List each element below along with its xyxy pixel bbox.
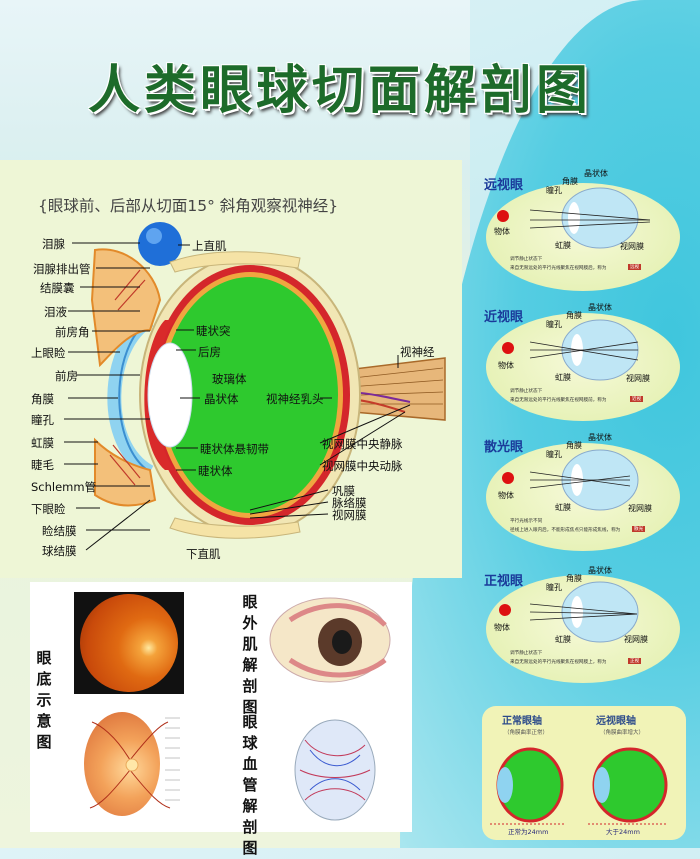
label-cornea: 角膜 (31, 392, 54, 406)
label-ciliary-body: 睫状体 (198, 464, 233, 478)
label-choroid: 脉络膜 (332, 496, 367, 510)
c3-pupil: 瞳孔 (546, 450, 562, 459)
label-schlemm: Schlemm管 (31, 480, 97, 494)
c3-cap2: 径线上进入眼内后，不能形成焦点只能形成焦线，称为 (510, 528, 621, 533)
label-upper-eyelid: 上眼睑 (31, 346, 66, 360)
label-posterior-chamber: 后房 (198, 345, 221, 359)
c4-badge: 正视 (628, 658, 642, 664)
c1-lens: 晶状体 (584, 169, 608, 178)
acc-right-sub: （角膜曲率增大） (600, 730, 645, 736)
c3-object: 物体 (498, 491, 514, 500)
fundus-diagram (84, 712, 160, 816)
c4-cap2: 来自无限远处的平行光线聚焦在视网膜上，称为 (510, 660, 607, 665)
c2-object: 物体 (498, 361, 514, 370)
fundus-photo (80, 594, 178, 692)
c1-retina: 视网膜 (620, 242, 644, 251)
lens-shape (147, 342, 193, 448)
label-conjunctival-sac: 结膜囊 (40, 281, 75, 295)
label-sclera: 巩膜 (332, 484, 355, 498)
upper-eyelid-shape (90, 248, 162, 368)
acc-left-foot: 正常为24mm (508, 828, 549, 836)
c4-lens: 晶状体 (588, 566, 612, 575)
label-central-artery: 视网膜中央动脉 (322, 459, 403, 473)
c3-badge: 散光 (632, 526, 646, 532)
c1-cap2: 来自无限远处的平行光线聚焦在视网膜后，称为 (510, 266, 607, 271)
label-lens: 晶状体 (204, 392, 239, 406)
c4-iris: 虹膜 (555, 635, 571, 644)
label-lacrimal-duct: 泪腺排出管 (33, 262, 91, 276)
label-inferior-rectus: 下直肌 (186, 547, 221, 561)
c3-lens: 晶状体 (588, 433, 612, 442)
eyelid-glands (109, 269, 146, 486)
label-vitreous: 玻璃体 (212, 372, 247, 386)
superior-rectus-shape (169, 251, 301, 273)
c2-cornea: 角膜 (566, 311, 582, 320)
c2-retina: 视网膜 (626, 374, 650, 383)
c1-iris: 虹膜 (555, 241, 571, 250)
ciliary-shape (144, 320, 175, 470)
acc-right-foot: 大于24mm (606, 828, 640, 836)
object-dot (497, 210, 509, 222)
c2-lens: 晶状体 (588, 303, 612, 312)
label-eyelash: 睫毛 (31, 458, 54, 472)
label-palpebral-conj: 睑结膜 (42, 524, 77, 538)
inferior-rectus-shape (169, 517, 301, 539)
c3-iris: 虹膜 (555, 503, 571, 512)
label-anterior-angle: 前房角 (55, 325, 90, 339)
c4-retina: 视网膜 (624, 635, 648, 644)
fundus-title: 眼底示意图 (36, 649, 52, 751)
c4-cap1: 调节静止状态下 (510, 651, 543, 656)
page-title: 人类眼球切面解剖图 (87, 61, 592, 121)
c2-badge: 近视 (630, 396, 644, 402)
label-ciliary-process: 睫状突 (196, 324, 231, 338)
label-retina: 视网膜 (332, 508, 367, 522)
c2-cap1: 调节静止状态下 (510, 389, 543, 394)
diagram-subtitle: {眼球前、后部从切面15° 斜角观察视神经} (38, 197, 339, 215)
c1-object: 物体 (494, 227, 510, 236)
label-bulbar-conj: 球结膜 (42, 544, 77, 558)
vessel-anatomy-title: 眼球血管解剖图 (242, 713, 258, 857)
label-pupil: 瞳孔 (31, 413, 54, 427)
c1-cap1: 调节静止状态下 (510, 257, 543, 262)
card-title-emmetropia: 正视眼 (484, 574, 524, 589)
c1-badge: 远视 (628, 264, 642, 270)
leader-lines (64, 242, 411, 551)
label-anterior-chamber: 前房 (55, 369, 78, 383)
c3-retina: 视网膜 (628, 504, 652, 513)
card-title-hyperopia: 远视眼 (484, 178, 524, 193)
muscle-anatomy-title: 眼外肌解剖图 (242, 593, 258, 716)
card-title-myopia: 近视眼 (484, 310, 524, 325)
label-iris: 虹膜 (31, 436, 54, 450)
card-title-astigmatism: 散光眼 (484, 440, 524, 455)
c4-object: 物体 (494, 623, 510, 632)
label-zonule: 睫状体悬韧带 (200, 442, 269, 456)
c2-cap2: 来自无限远处的平行光线聚焦在视网膜前，称为 (510, 398, 607, 403)
vitreous-shape (162, 277, 338, 513)
c3-cornea: 角膜 (566, 441, 582, 450)
acc-left-title: 正常眼轴 (502, 716, 542, 727)
label-superior-rectus: 上直肌 (192, 239, 227, 253)
label-lacrimal-gland: 泪腺 (42, 237, 65, 251)
label-central-vein: 视网膜中央静脉 (322, 437, 403, 451)
acc-right-title: 远视眼轴 (596, 716, 636, 727)
acc-left-sub: （角膜曲率正常） (504, 730, 549, 736)
c1-cornea: 角膜 (562, 177, 578, 186)
label-lower-eyelid: 下眼睑 (31, 502, 66, 516)
c4-cornea: 角膜 (566, 574, 582, 583)
c2-pupil: 瞳孔 (546, 320, 562, 329)
label-optic-papilla: 视神经乳头 (266, 392, 324, 406)
label-tears: 泪液 (44, 305, 67, 319)
c2-iris: 虹膜 (555, 373, 571, 382)
c1-pupil: 瞳孔 (546, 186, 562, 195)
c4-pupil: 瞳孔 (546, 583, 562, 592)
label-optic-nerve: 视神经 (400, 345, 435, 359)
c3-cap1: 平行光线示不同 (510, 519, 543, 524)
